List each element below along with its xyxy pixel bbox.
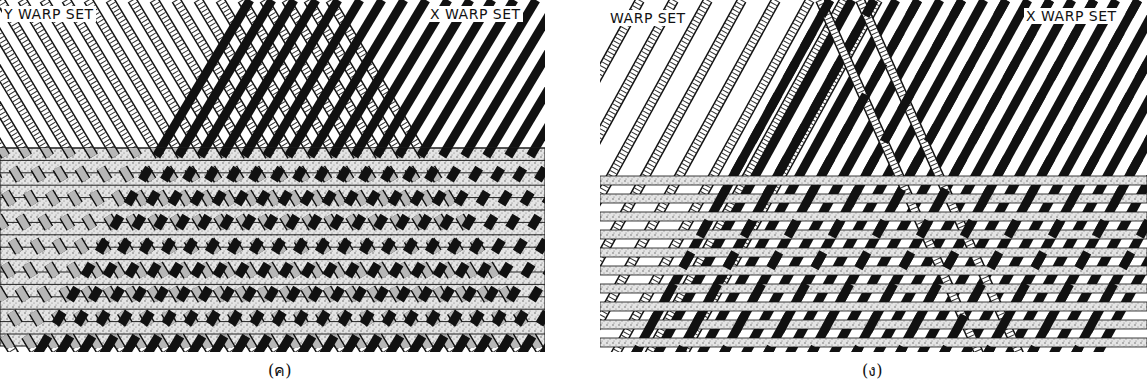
weft-strip bbox=[600, 248, 1147, 257]
set-label: Y WARP SET bbox=[2, 6, 96, 22]
hatched-strand bbox=[0, 148, 62, 348]
weft-strip bbox=[600, 194, 1147, 203]
black-strand bbox=[1072, 0, 1147, 352]
weft-line bbox=[0, 185, 545, 186]
weft-line bbox=[0, 210, 545, 211]
interlace bbox=[0, 148, 545, 348]
black-strand bbox=[496, 148, 545, 348]
panel-left bbox=[0, 0, 545, 352]
set-label: WARP SET bbox=[608, 10, 688, 26]
set-label: X WARP SET bbox=[428, 6, 523, 22]
hatched-strand bbox=[0, 148, 62, 348]
weft-strip bbox=[600, 212, 1147, 221]
weft-line bbox=[0, 160, 545, 161]
black-strand bbox=[518, 148, 545, 348]
figure-caption: (ค) bbox=[266, 362, 293, 380]
weft-strip bbox=[600, 176, 1147, 185]
black-strand bbox=[430, 148, 545, 348]
interlace bbox=[632, 0, 1147, 352]
hatched-strand bbox=[0, 148, 62, 348]
weft-line bbox=[0, 309, 545, 310]
weft-line bbox=[0, 259, 545, 260]
panel-right bbox=[600, 0, 1147, 352]
weft-strip bbox=[600, 302, 1147, 311]
black-strand bbox=[1028, 0, 1147, 352]
figure-caption: (ง) bbox=[860, 362, 884, 380]
weft-line bbox=[0, 284, 545, 285]
black-strand bbox=[474, 148, 545, 348]
weft-strip bbox=[600, 338, 1147, 347]
black-strand bbox=[540, 148, 545, 348]
set-label: X WARP SET bbox=[1024, 8, 1119, 24]
weft-line bbox=[0, 234, 545, 235]
